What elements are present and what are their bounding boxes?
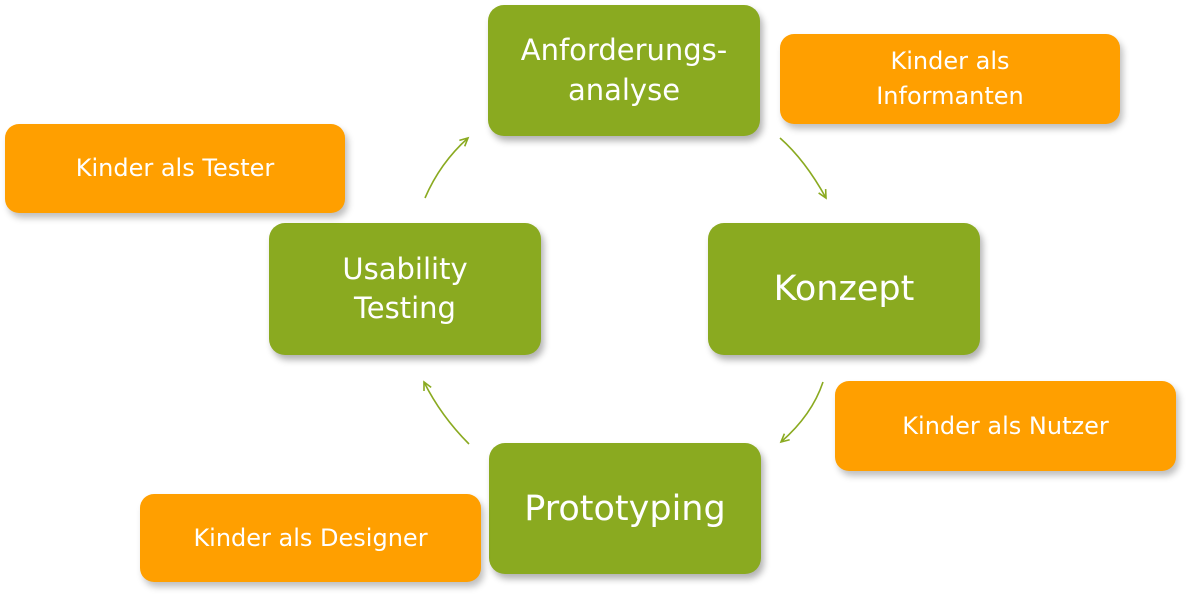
role-informanten-label: Kinder als Informanten [876, 47, 1024, 110]
phase-usability-testing-label: Usability Testing [342, 251, 468, 325]
role-designer-label: Kinder als Designer [193, 523, 428, 552]
arrow-usability-to-anforderung [424, 136, 470, 199]
phase-konzept: Konzept [708, 223, 980, 355]
role-designer: Kinder als Designer [140, 494, 481, 582]
role-informanten: Kinder als Informanten [780, 34, 1120, 124]
role-tester: Kinder als Tester [5, 124, 345, 213]
arrow-konzept-to-prototyping [779, 381, 824, 444]
phase-anforderungsanalyse: Anforderungs- analyse [488, 5, 760, 136]
phase-konzept-label: Konzept [773, 269, 915, 309]
arrow-anforderung-to-konzept [779, 137, 827, 200]
role-nutzer-label: Kinder als Nutzer [902, 411, 1109, 440]
role-tester-label: Kinder als Tester [75, 154, 275, 183]
arrow-prototyping-to-usability [423, 380, 470, 445]
phase-anforderungsanalyse-label: Anforderungs- analyse [520, 33, 728, 107]
phase-prototyping: Prototyping [489, 443, 761, 574]
phase-usability-testing: Usability Testing [269, 223, 541, 355]
phase-prototyping-label: Prototyping [524, 488, 726, 529]
role-nutzer: Kinder als Nutzer [835, 381, 1176, 471]
